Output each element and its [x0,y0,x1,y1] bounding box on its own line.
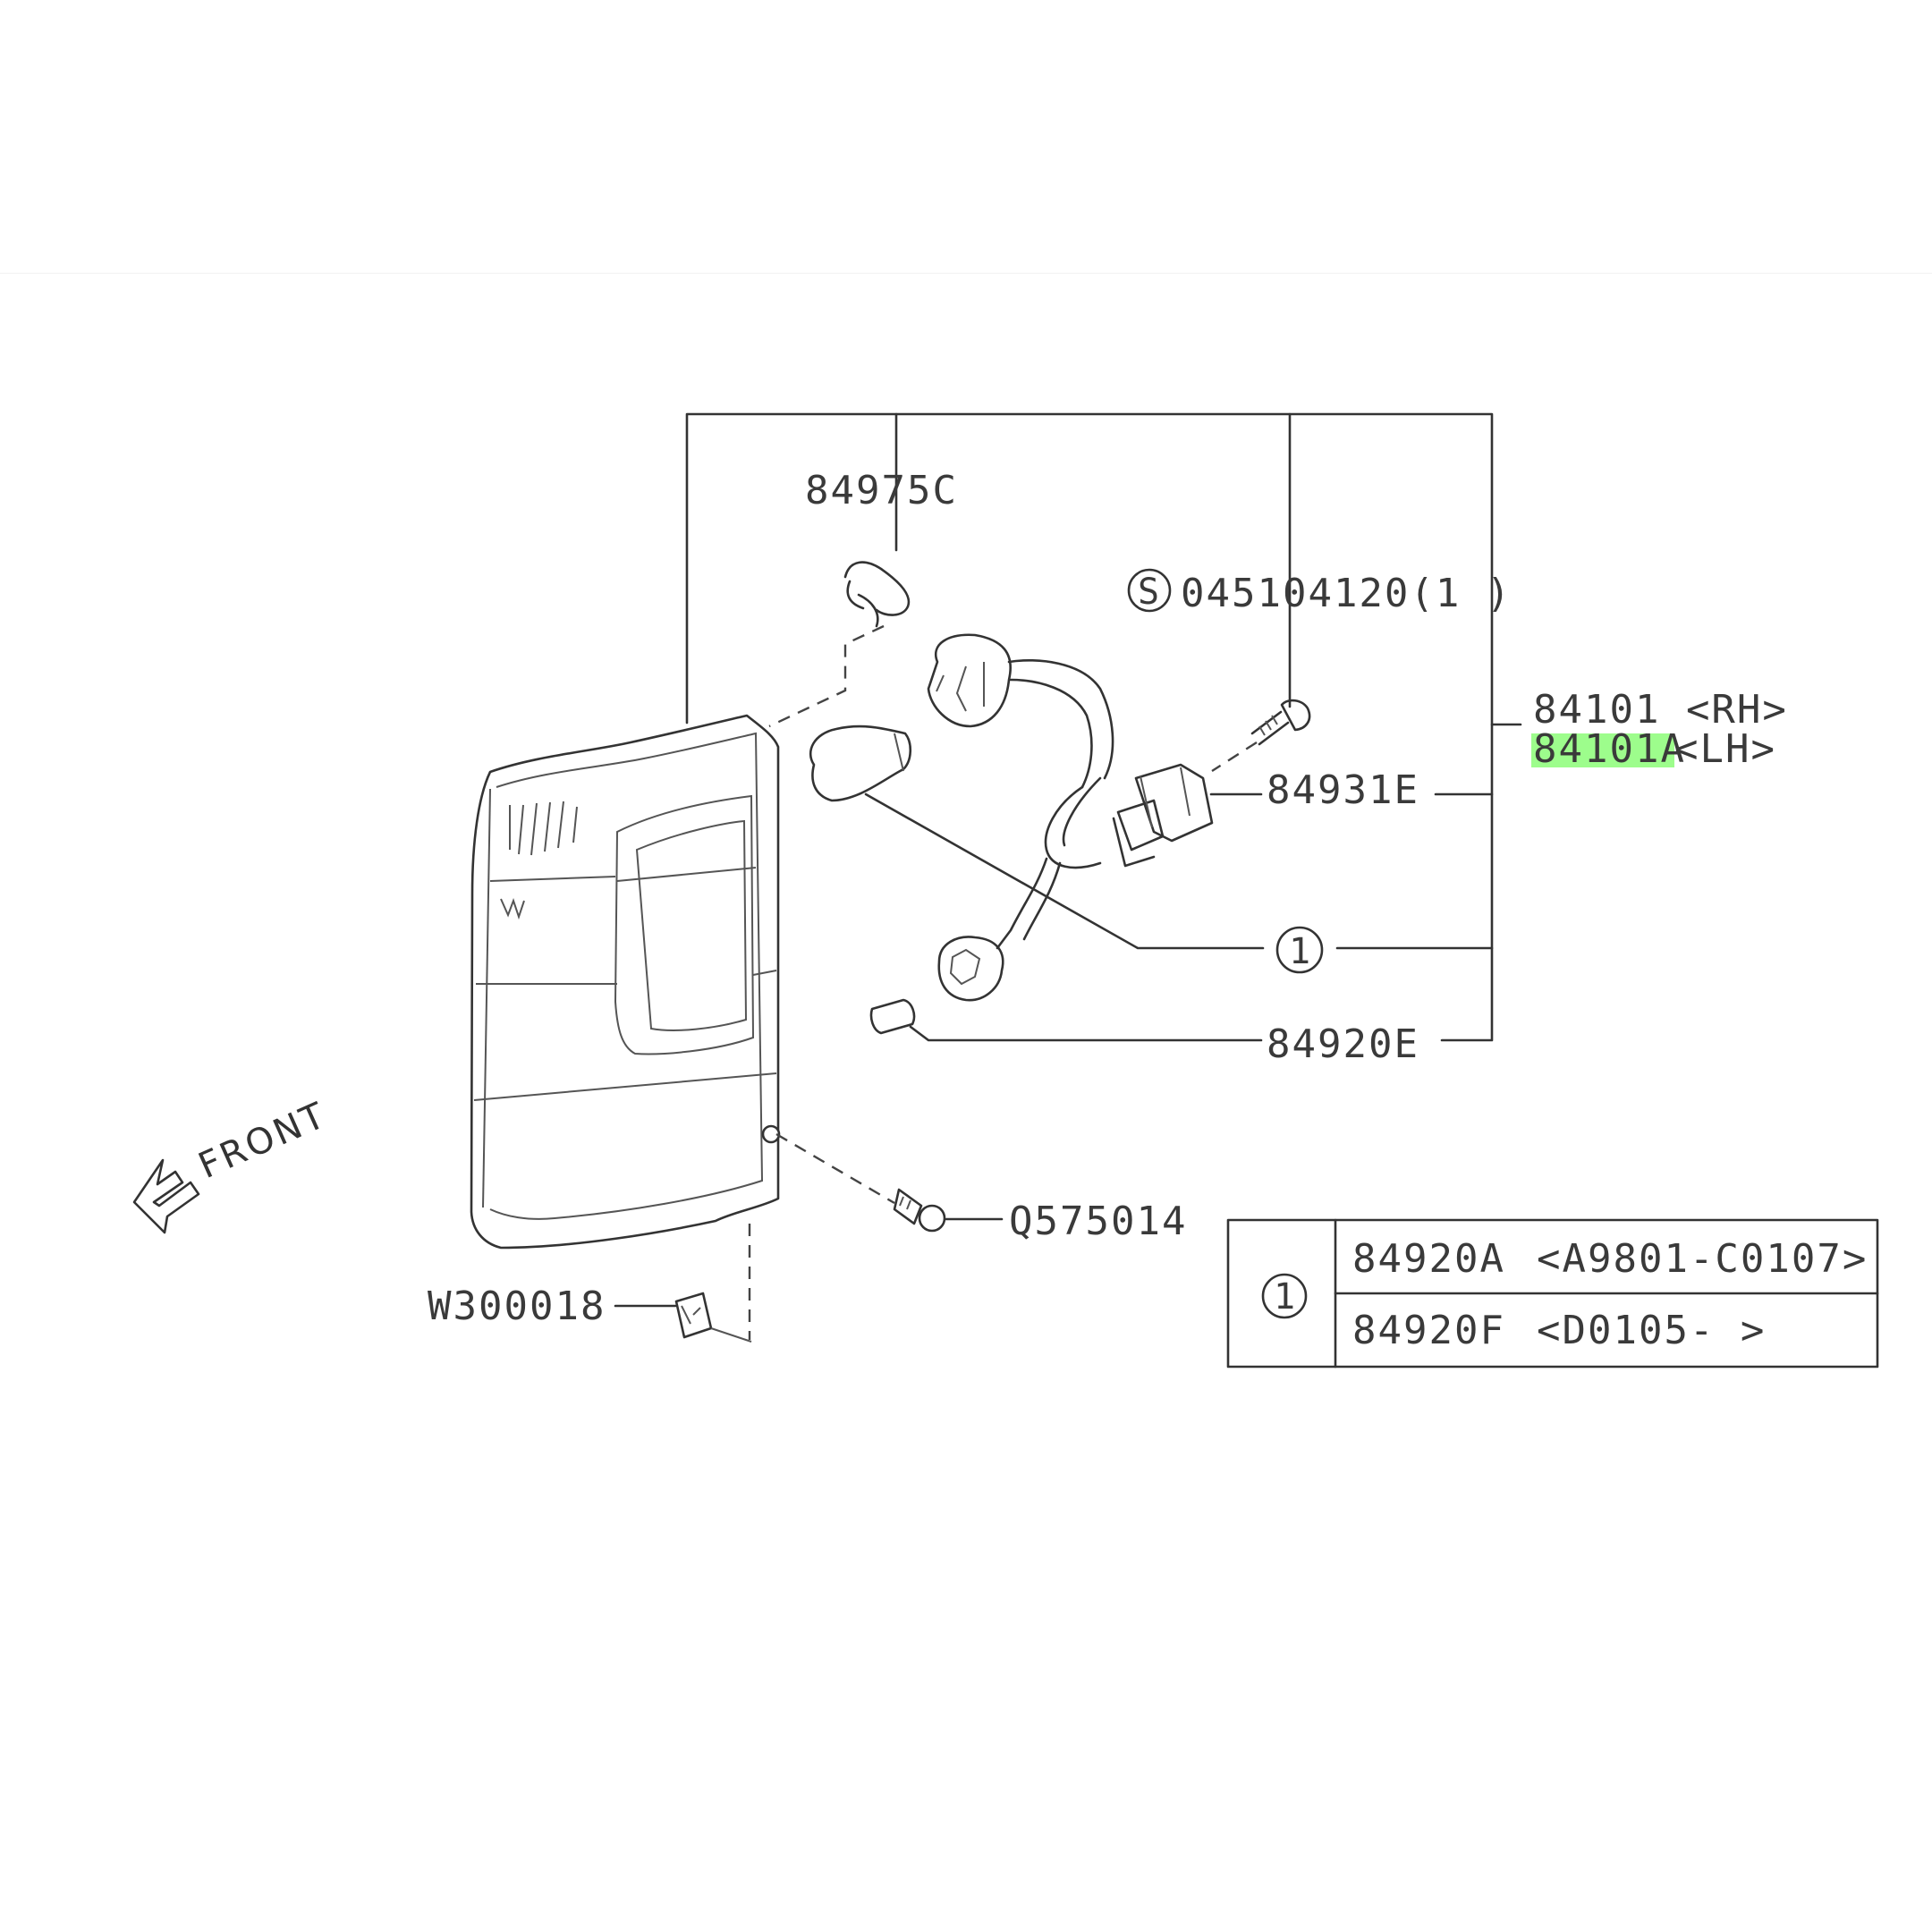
table-row-1-range: <A9801-C0107> [1537,1236,1868,1282]
screw-045104120 [1211,699,1311,773]
highlight-84101a [1531,733,1674,767]
label-84101a: 84101A [1533,726,1686,772]
label-84920e: 84920E [1267,1021,1419,1067]
84975c-part [768,561,911,728]
table-row-1-part: 84920A [1352,1236,1505,1282]
label-045104120: 045104120(1 ) [1181,571,1512,616]
callout-1-circle [1275,926,1324,974]
bolt-q575014 [775,1132,1004,1233]
label-84101-rh: 84101 <RH> [1533,687,1788,733]
label-s-code: S [1138,572,1161,613]
table-row-2-range: <D0105- > [1537,1308,1766,1353]
clip-w300018 [614,1224,752,1343]
label-q575014: Q575014 [1009,1199,1187,1244]
table-row-2-part: 84920F [1352,1308,1505,1353]
label-w300018: W300018 [428,1284,606,1329]
s-circle-icon [1127,568,1172,613]
label-callout-1: 1 [1289,931,1312,972]
variant-table: 1 84920A <A9801-C0107> 84920F <D0105- > [1226,1218,1879,1368]
label-84101a-lh: <LH> [1674,726,1776,772]
front-arrow [132,1158,200,1234]
label-front: FRONT [192,1094,333,1187]
label-84931e: 84931E [1267,767,1419,813]
bulb-socket-group [809,633,1114,1035]
top-whitespace [0,0,1932,274]
tail-lamp-assembly [470,714,781,1250]
leader-lines [864,792,1494,1042]
reference-bracket [685,412,1522,1042]
table-callout-label: 1 [1274,1276,1297,1318]
connector-84931e [1112,763,1214,868]
label-84975c: 84975C [805,468,958,513]
table-callout-circle [1261,1273,1308,1319]
